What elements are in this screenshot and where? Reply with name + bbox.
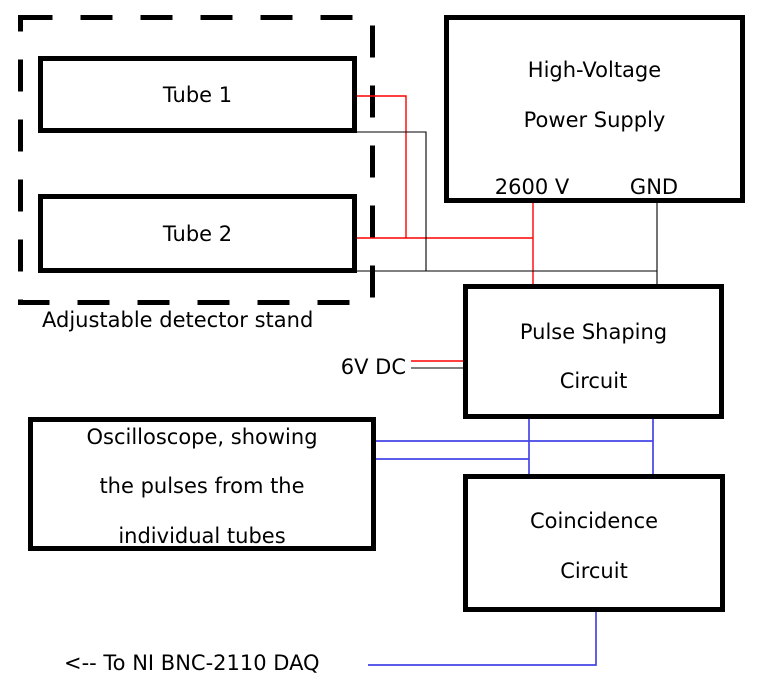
oscilloscope-title-line1: Oscilloscope, showing [86,425,318,449]
high-voltage-power-supply-box: High-Voltage Power Supply 2600 V GND [444,15,745,203]
coincidence-title-line2: Circuit [560,559,628,583]
dc-power-label: 6V DC [340,355,406,379]
signal-wire-coincidence-to-daq [368,612,597,666]
ground-wire-tube1 [357,131,427,271]
pulse-shaping-title-line2: Circuit [559,369,628,393]
hv-output-2600v-label: 2600 V [494,175,570,199]
oscilloscope-title-line2: the pulses from the [99,474,305,498]
detector-stand-dashed-outline [18,15,375,305]
oscilloscope-title-line3: individual tubes [118,524,286,548]
hv-wire-tube1 [357,95,407,238]
tube2-box: Tube 2 [38,194,357,273]
hv-output-gnd-label: GND [629,175,679,199]
pulse-shaping-circuit-box: Pulse Shaping Circuit [463,284,724,419]
tube2-label: Tube 2 [162,221,233,246]
daq-connection-label: <-- To NI BNC-2110 DAQ [64,651,320,675]
hv-supply-title-line2: Power Supply [523,108,666,132]
oscilloscope-box: Oscilloscope, showing the pulses from th… [28,417,376,551]
hv-supply-title-line1: High-Voltage [527,58,662,82]
pulse-shaping-title-line1: Pulse Shaping [519,320,668,344]
tube1-label: Tube 1 [162,82,233,107]
tube1-box: Tube 1 [38,56,357,133]
coincidence-title-line1: Coincidence [529,509,659,533]
coincidence-circuit-box: Coincidence Circuit [463,474,725,612]
detector-stand-label: Adjustable detector stand [42,308,314,332]
